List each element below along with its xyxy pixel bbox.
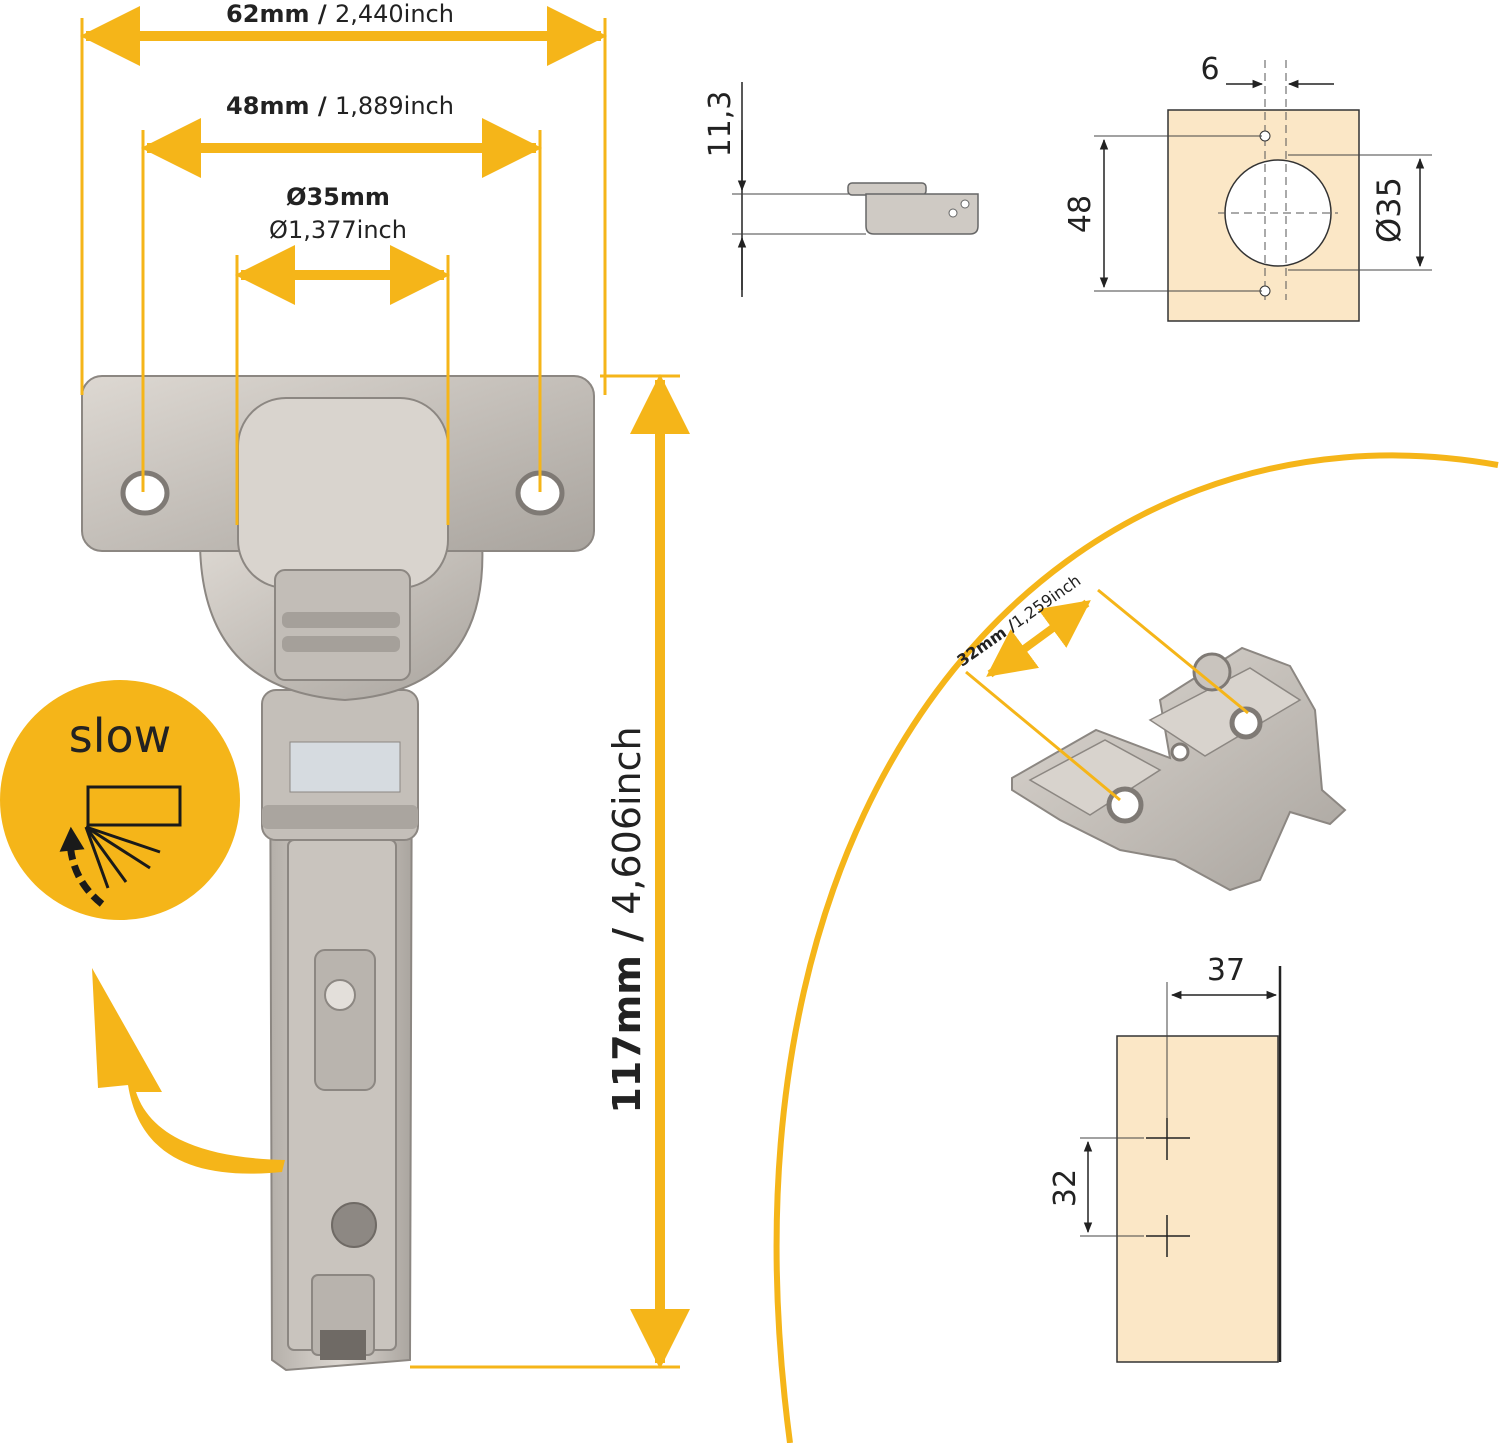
slow-badge-label: slow <box>69 709 172 763</box>
side-depth-label: 11,3 <box>703 91 738 158</box>
width-outer-label: 62mm / 2,440inch <box>226 0 454 28</box>
cup-bore-drawing: 6 48 Ø35 <box>1063 52 1432 322</box>
plate-offset-label: 37 <box>1207 953 1245 988</box>
cup-diameter-drawing-label: Ø35 <box>1370 177 1408 243</box>
mounting-plate-arrow <box>986 599 1091 678</box>
dimension-arrows <box>80 6 690 1369</box>
cup-diameter-mm-label: Ø35mm <box>286 183 390 211</box>
rotation-arrow <box>92 968 285 1174</box>
cup-offset-label: 6 <box>1200 52 1219 87</box>
width-holes-label: 48mm / 1,889inch <box>226 92 454 120</box>
side-view-drawing: 11,3 <box>703 82 979 297</box>
cup-diameter-inch-label: Ø1,377inch <box>269 216 407 244</box>
mounting-plate-illustration <box>1011 646 1347 892</box>
decorative-arc <box>773 452 1499 1443</box>
hinge-illustration <box>81 375 595 1372</box>
slow-badge: slow <box>0 680 240 920</box>
soft-close-door-icon <box>59 785 182 907</box>
plate-bore-drawing: 37 32 <box>1048 953 1282 1363</box>
cup-spacing-label: 48 <box>1063 195 1098 233</box>
plate-spacing-label: 32 <box>1048 1169 1083 1207</box>
length-label: 117mm / 4,606inch <box>605 726 649 1113</box>
